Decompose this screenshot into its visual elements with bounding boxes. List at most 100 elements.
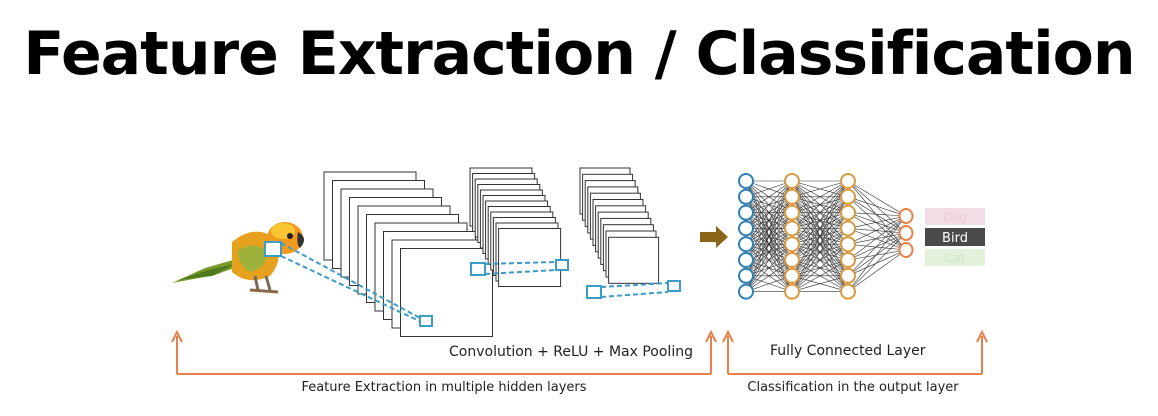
feature-extraction-label: Feature Extraction in multiple hidden la…	[301, 380, 586, 395]
network-node	[738, 220, 754, 237]
arrow-right-icon	[700, 226, 728, 248]
network-node	[898, 208, 914, 224]
feature-map-stack-1	[323, 171, 493, 337]
output-label-bird: Bird	[942, 231, 968, 246]
network-edge	[847, 243, 907, 251]
network-edge	[791, 196, 849, 292]
output-classes: Dog Bird Cat	[925, 208, 985, 266]
network-edge	[847, 215, 907, 292]
network-node	[840, 173, 856, 189]
network-edge	[847, 228, 907, 251]
network-edge	[791, 180, 849, 276]
network-edge	[745, 180, 793, 213]
network-edge	[847, 249, 907, 292]
network-node	[840, 204, 856, 221]
network-node	[784, 173, 800, 189]
network-edge	[791, 212, 849, 292]
classification-label: Classification in the output layer	[747, 380, 959, 395]
output-box-bird	[925, 228, 985, 246]
network-edge	[847, 232, 907, 261]
network-node	[784, 267, 800, 284]
network-edge	[847, 232, 907, 245]
feature-map	[498, 228, 562, 287]
network-edge	[745, 259, 793, 292]
network-node	[898, 242, 914, 258]
network-node	[784, 283, 800, 300]
network-edge	[745, 180, 793, 229]
feature-extraction-bracket	[171, 329, 717, 375]
network-node	[738, 236, 754, 253]
network-edge	[847, 212, 907, 251]
network-node	[840, 188, 856, 205]
network-edge	[847, 196, 907, 234]
network-edge	[791, 180, 849, 261]
network-edge	[745, 212, 793, 292]
network-node	[784, 252, 800, 268]
network-edge	[791, 180, 849, 213]
network-edge	[847, 180, 907, 251]
output-label-dog: Dog	[943, 210, 967, 224]
network-node	[784, 188, 800, 205]
network-node	[738, 267, 754, 284]
network-node	[840, 283, 856, 300]
network-node	[840, 220, 856, 237]
network-edge	[791, 259, 849, 292]
network-edge	[745, 228, 793, 292]
network-edge	[847, 249, 907, 277]
feature-map-stack-3	[579, 167, 660, 284]
network-edge	[745, 243, 793, 292]
parrot-image	[172, 222, 305, 294]
network-node	[738, 252, 754, 268]
network-edge	[847, 180, 907, 234]
network-node	[738, 204, 754, 221]
network-edge	[847, 249, 907, 261]
network-node	[738, 283, 754, 300]
network-node	[840, 267, 856, 284]
feature-map	[400, 248, 493, 337]
output-label-cat: Cat	[945, 251, 966, 265]
network-edge	[791, 180, 849, 245]
network-edge	[791, 180, 849, 229]
network-edge	[847, 215, 907, 245]
network-node	[738, 173, 754, 189]
page-title: Feature Extraction / Classification	[23, 19, 1135, 89]
network-edge	[847, 232, 907, 277]
network-edge	[745, 275, 793, 292]
fully-connected-network	[738, 173, 914, 300]
network-node	[784, 204, 800, 221]
network-edge	[745, 180, 793, 292]
network-edge	[847, 215, 907, 277]
network-edge	[847, 212, 907, 217]
network-edge	[791, 180, 849, 292]
network-edge	[847, 180, 907, 217]
feature-map-stack-2	[469, 167, 562, 287]
network-node	[784, 220, 800, 237]
network-node	[840, 236, 856, 253]
network-node	[784, 236, 800, 253]
feature-map	[608, 236, 660, 284]
output-box-cat	[925, 249, 985, 266]
network-edge	[847, 196, 907, 217]
network-edge	[745, 180, 793, 245]
network-node	[898, 225, 914, 241]
network-edge	[847, 196, 907, 251]
network-edge	[847, 228, 907, 234]
fc-section-label: Fully Connected Layer	[770, 343, 926, 359]
network-node	[840, 252, 856, 268]
network-edge	[791, 275, 849, 292]
network-edge	[847, 215, 907, 229]
network-edge	[847, 212, 907, 234]
network-node	[738, 188, 754, 205]
conv-section-label: Convolution + ReLU + Max Pooling	[449, 344, 693, 360]
network-edge	[791, 180, 849, 198]
network-edge	[847, 232, 907, 292]
output-box-dog	[925, 208, 985, 225]
network-edge	[745, 180, 793, 261]
network-edge	[791, 228, 849, 292]
network-edge	[745, 180, 793, 198]
network-edge	[791, 243, 849, 292]
network-edge	[847, 215, 907, 261]
receptive-field-links	[264, 241, 681, 327]
classification-bracket	[722, 329, 988, 375]
